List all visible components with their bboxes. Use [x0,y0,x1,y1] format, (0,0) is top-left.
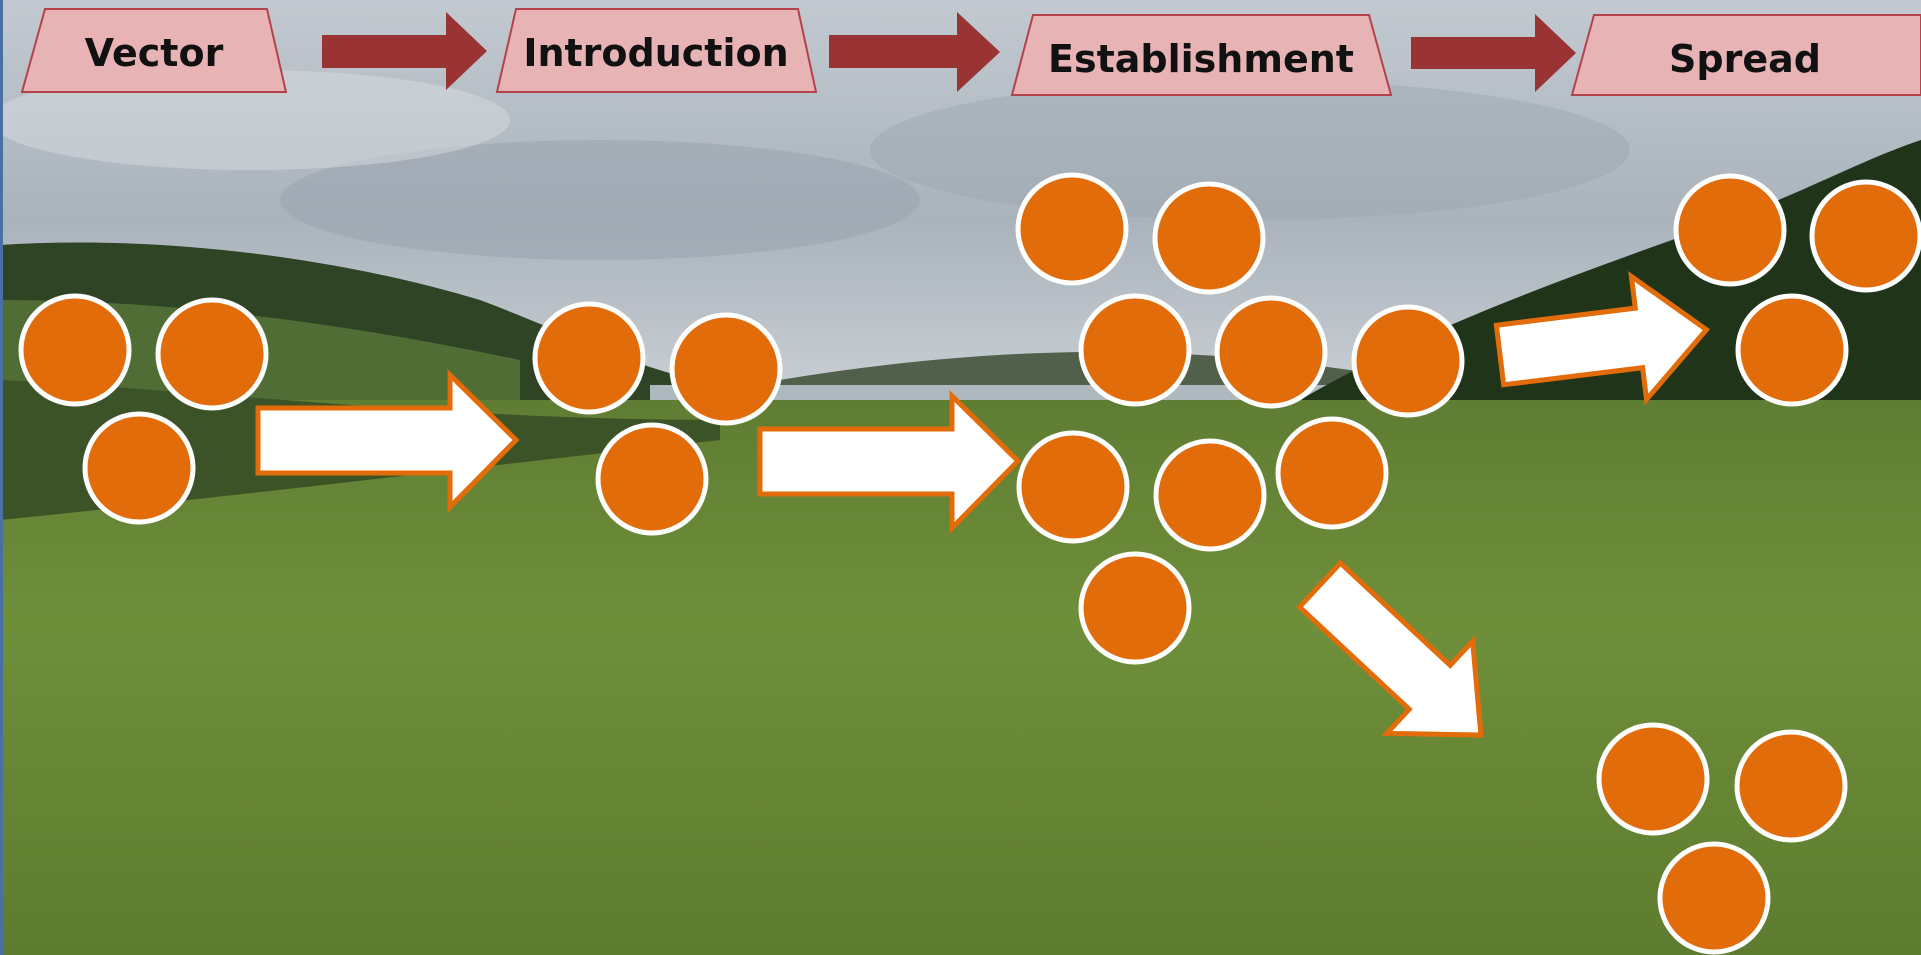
cloud [870,80,1630,220]
spread-cluster-lower [1596,722,1848,955]
organism-circle [1078,293,1192,407]
stage-row: Vector Introduction Establishment Spread [20,8,1921,96]
organism-circle [595,422,709,536]
organism-circle [669,312,783,426]
cloud [0,70,510,170]
organism-circle [1735,293,1849,407]
flow-arrow-icon [757,390,1022,535]
organism-circle [1015,172,1129,286]
cloud [280,140,920,260]
organism-circle [1275,416,1389,530]
organism-circle [18,293,132,407]
left-edge-strip [0,0,3,955]
stage-arrow-icon [1411,14,1576,92]
organism-circle [1152,181,1266,295]
stage-arrow-icon [322,12,487,90]
stage-label: Spread [1669,37,1821,81]
organism-circle [1596,722,1710,836]
organism-circle [1214,295,1328,409]
stage-establishment: Establishment [1010,14,1393,96]
organism-circle [1657,841,1771,955]
flow-arrow-icon [1296,559,1484,738]
stage-box [1570,14,1921,96]
stage-vector: Vector [20,8,288,93]
spread-cluster-upper [1673,173,1921,407]
flow-arrows [255,271,1711,738]
stage-label: Establishment [1048,37,1354,81]
organism-circle [1351,304,1465,418]
organism-circle [155,297,269,411]
organism-circle [1016,430,1130,544]
stage-box [1010,14,1393,96]
organism-circle [1734,729,1848,843]
vector-cluster [18,293,269,525]
organism-circle [532,301,646,415]
stage-box [20,8,288,93]
establishment-cluster [1015,172,1465,665]
stage-spread: Spread [1570,14,1921,96]
organism-circle [1673,173,1787,287]
organism-circle [82,411,196,525]
organism-circle [1153,438,1267,552]
stage-arrow-icon [829,12,1000,92]
organism-circle [1078,551,1192,665]
introduction-cluster [532,301,783,536]
organism-circle [1809,179,1921,293]
stage-box [495,8,818,93]
stage-label: Vector [85,31,224,75]
stage-label: Introduction [523,31,788,75]
stage-introduction: Introduction [495,8,818,93]
flow-arrow-icon [1493,271,1711,406]
flow-arrow-icon [255,369,520,514]
